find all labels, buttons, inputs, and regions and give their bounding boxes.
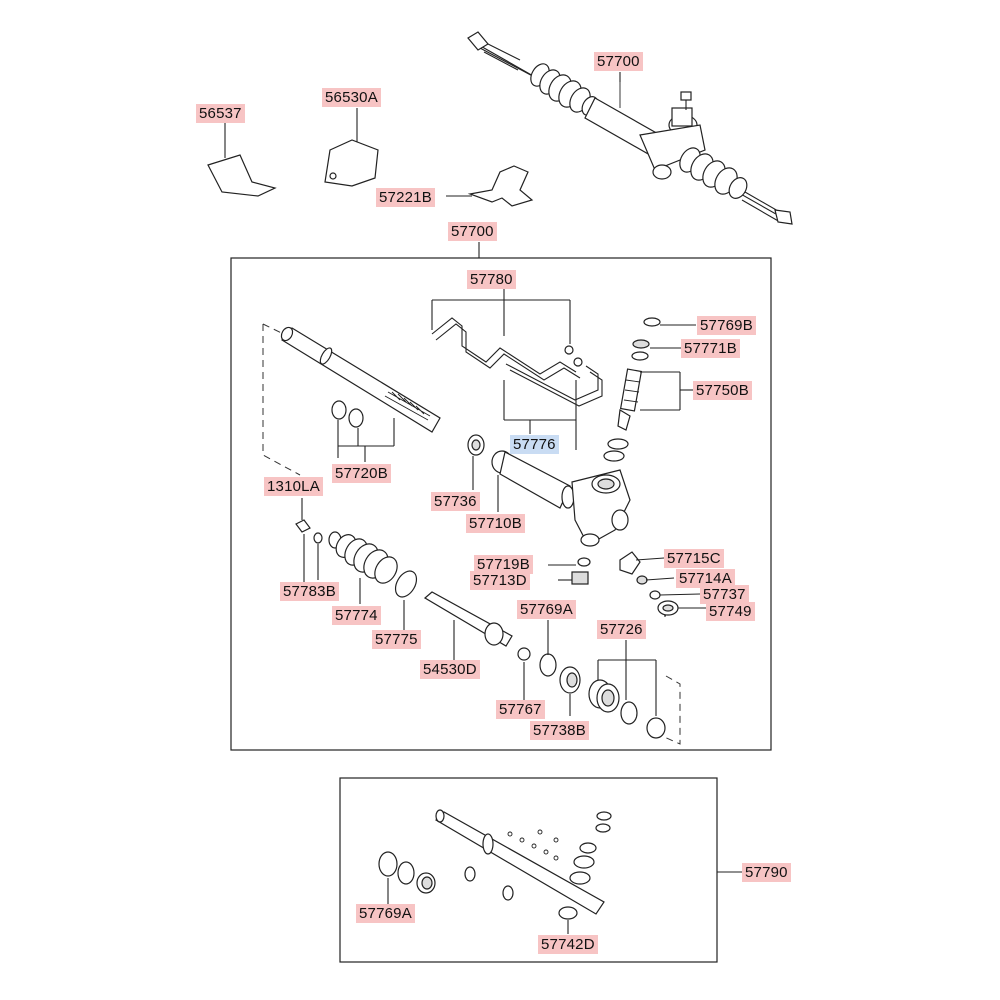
- kit-box-57790: [339, 777, 718, 963]
- label-56537[interactable]: 56537: [196, 104, 245, 123]
- label-57780[interactable]: 57780: [467, 270, 516, 289]
- label-57714A[interactable]: 57714A: [676, 569, 735, 588]
- label-57738B[interactable]: 57738B: [530, 721, 589, 740]
- leader-lines: [303, 72, 666, 617]
- steering-gear-assembly: [467, 31, 793, 225]
- label-57742D[interactable]: 57742D: [538, 935, 598, 954]
- label-57736[interactable]: 57736: [431, 492, 480, 511]
- label-57790[interactable]: 57790: [742, 863, 791, 882]
- label-57726[interactable]: 57726: [597, 620, 646, 639]
- tie-rod-parts: [295, 498, 531, 700]
- label-57221B[interactable]: 57221B: [376, 188, 435, 207]
- label-54530D[interactable]: 54530D: [420, 660, 480, 679]
- label-57769A-bot[interactable]: 57769A: [356, 904, 415, 923]
- pipe-57780: [431, 288, 603, 407]
- label-56530A[interactable]: 56530A: [322, 88, 381, 107]
- label-57737[interactable]: 57737: [700, 585, 749, 604]
- label-57710B[interactable]: 57710B: [466, 514, 525, 533]
- label-57776[interactable]: 57776: [510, 435, 559, 454]
- label-57775[interactable]: 57775: [372, 630, 421, 649]
- label-57713D[interactable]: 57713D: [470, 571, 530, 590]
- seal-kit-57790: [378, 809, 612, 934]
- clamp-57221B: [446, 165, 534, 207]
- small-parts-center: [548, 557, 591, 585]
- label-57700-top[interactable]: 57700: [594, 52, 643, 71]
- bracket-56537: [207, 122, 277, 197]
- valve-parts: [617, 317, 696, 431]
- label-57769A-mid[interactable]: 57769A: [517, 600, 576, 619]
- label-57720B[interactable]: 57720B: [332, 464, 391, 483]
- small-parts-right: [619, 551, 706, 616]
- label-57700-box[interactable]: 57700: [448, 222, 497, 241]
- label-57749[interactable]: 57749: [706, 602, 755, 621]
- kit-box-57700: [230, 257, 772, 751]
- rack-57720B: [262, 323, 441, 476]
- bracket-56530A: [324, 108, 379, 187]
- label-57719B[interactable]: 57719B: [474, 555, 533, 574]
- label-57769B[interactable]: 57769B: [697, 316, 756, 335]
- label-57715C[interactable]: 57715C: [664, 549, 724, 568]
- label-1310LA[interactable]: 1310LA: [264, 477, 323, 496]
- bottom-kit-parts: [539, 620, 681, 745]
- label-57750B[interactable]: 57750B: [693, 381, 752, 400]
- label-57774[interactable]: 57774: [332, 606, 381, 625]
- label-57767[interactable]: 57767: [496, 700, 545, 719]
- housing-57710B: [467, 434, 631, 547]
- label-57783B[interactable]: 57783B: [280, 582, 339, 601]
- label-57771B[interactable]: 57771B: [681, 339, 740, 358]
